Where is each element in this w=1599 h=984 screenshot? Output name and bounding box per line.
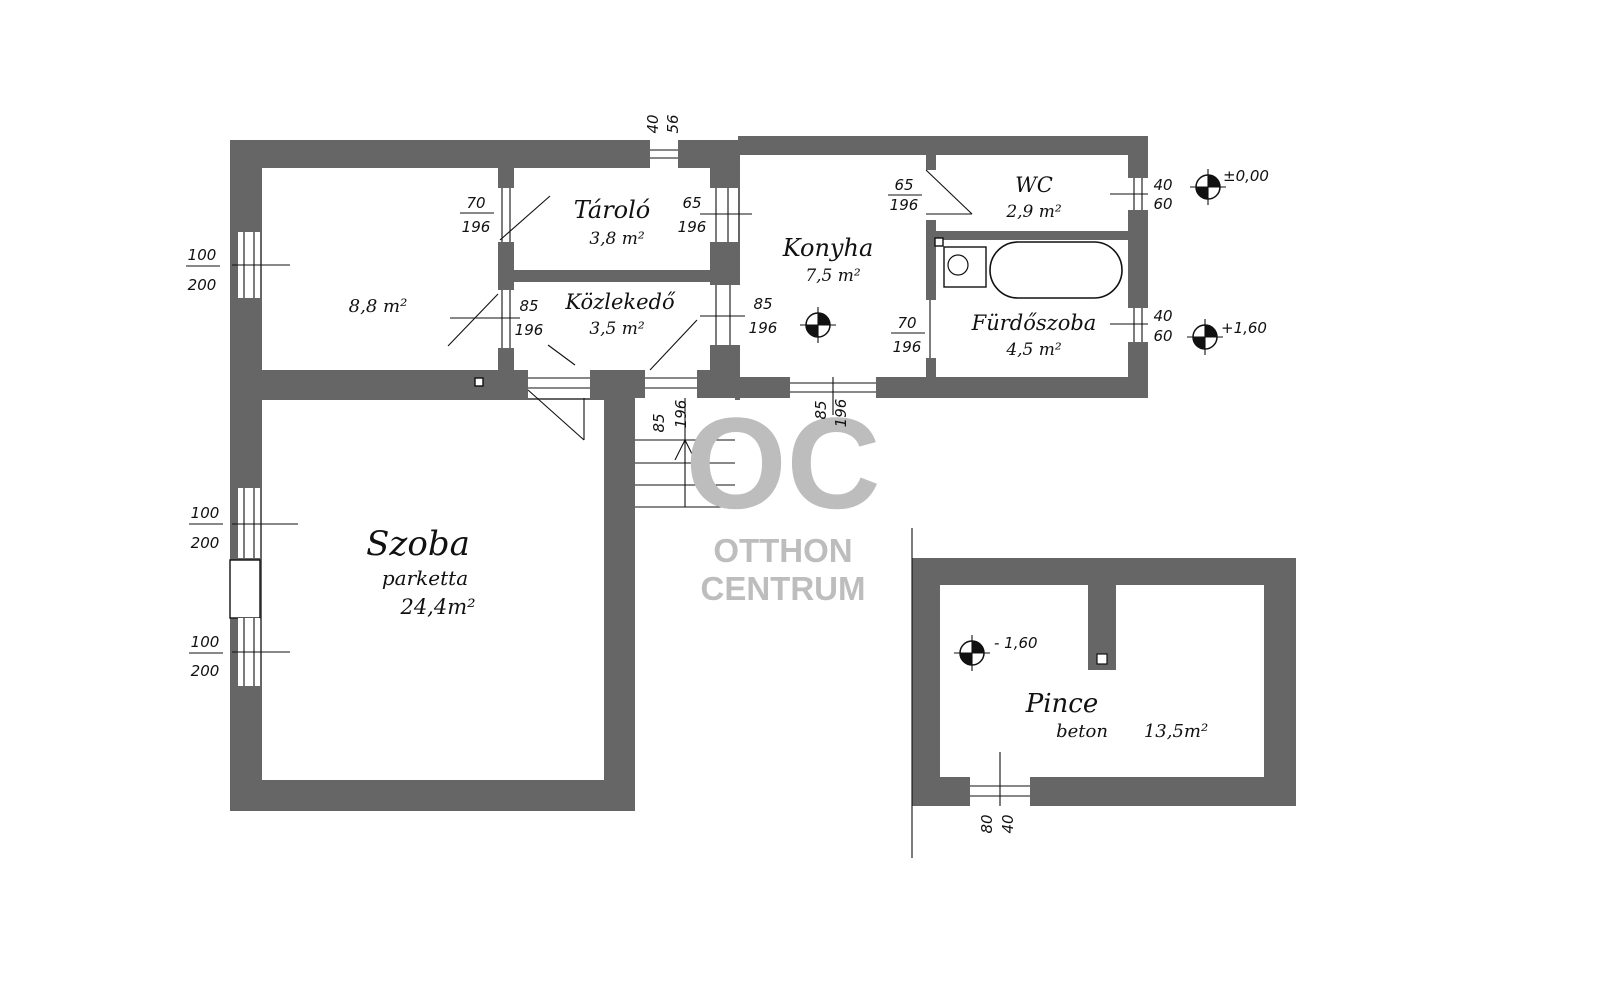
- dimension-labels: 100 200 100 200 100 200 70 196 65 196 85…: [186, 114, 1173, 834]
- label-tarolo-area: 3,8 m²: [589, 229, 645, 249]
- level-markers: [800, 169, 1226, 671]
- level-label-top: ±0,00: [1223, 167, 1269, 185]
- dim-win-wc-h: 60: [1153, 195, 1172, 213]
- dim-pince-window-b: 40: [999, 814, 1017, 833]
- dim-door-tarolo-right-w: 65: [682, 194, 701, 212]
- dim-door-konyha-wc-h: 196: [890, 196, 919, 214]
- dim-win-szoba-top-w: 100: [191, 504, 220, 522]
- dim-door-kozl-right-h: 196: [749, 319, 778, 337]
- dim-door-konyha-bottom-w: 85: [812, 400, 830, 419]
- room-wc: [936, 155, 1128, 231]
- dim-win-szoba-bottom-h: 200: [191, 662, 220, 680]
- label-konyha-area: 7,5 m²: [805, 266, 861, 286]
- dim-door-konyha-bottom-h: 196: [832, 399, 850, 428]
- dim-door-kozl-left-w: 85: [519, 297, 538, 315]
- dim-win-szoba-top-h: 200: [191, 534, 220, 552]
- vent-marker: [474, 377, 484, 387]
- watermark-centrum: CENTRUM: [701, 570, 866, 607]
- label-konyha: Konyha: [782, 234, 874, 262]
- label-wc: WC: [1015, 173, 1053, 197]
- dim-door-kozl-left-h: 196: [515, 321, 544, 339]
- room-kozlekedo: [514, 282, 710, 370]
- level-marker-konyha: [800, 307, 836, 343]
- dim-door-room-tarolo-h: 196: [462, 218, 491, 236]
- dim-door-tarolo-right-h: 196: [678, 218, 707, 236]
- dim-door-room-tarolo-w: 70: [466, 194, 485, 212]
- dim-door-konyha-furdo-w: 70: [897, 314, 916, 332]
- dim-win-szoba-bottom-w: 100: [191, 633, 220, 651]
- label-furdoszoba: Fürdőszoba: [971, 311, 1097, 335]
- dim-door-konyha-furdo-h: 196: [893, 338, 922, 356]
- walls-pince: [911, 528, 1296, 858]
- level-marker-mid: [1187, 319, 1223, 355]
- doors: [447, 169, 973, 441]
- room-interiors: [262, 155, 1128, 780]
- label-pince: Pince: [1025, 689, 1099, 719]
- label-wc-area: 2,9 m²: [1005, 202, 1062, 222]
- level-label-mid: +1,60: [1221, 319, 1267, 337]
- label-room-8-8-area: 8,8 m²: [349, 296, 408, 317]
- dim-win-room-left-h: 200: [188, 276, 217, 294]
- label-szoba-floor: parketta: [382, 566, 468, 590]
- room-tarolo: [514, 168, 710, 270]
- label-pince-area: 13,5m²: [1144, 721, 1208, 742]
- label-furdoszoba-area: 4,5 m²: [1005, 340, 1062, 360]
- label-tarolo: Tároló: [574, 196, 651, 224]
- level-marker-top: [1190, 169, 1226, 205]
- room-8-8: [262, 168, 498, 370]
- room-konyha: [740, 155, 926, 377]
- label-kozlekedo-area: 3,5 m²: [589, 319, 645, 339]
- dim-pince-window-a: 80: [978, 814, 996, 833]
- dim-win-furdo-w: 40: [1153, 307, 1172, 325]
- label-kozlekedo: Közlekedő: [564, 290, 676, 314]
- staircase: [635, 398, 735, 508]
- label-pince-floor: beton: [1056, 721, 1108, 742]
- watermark-otthon: OTTHON: [713, 532, 852, 569]
- dim-door-kozl-right-w: 85: [753, 295, 772, 313]
- dim-chimney-a: 40: [644, 114, 662, 133]
- windows: [229, 178, 1148, 686]
- dim-door-konyha-wc-w: 65: [894, 176, 913, 194]
- level-label-pince: - 1,60: [994, 634, 1038, 652]
- watermark-oc: OC: [686, 390, 881, 536]
- label-szoba: Szoba: [366, 524, 470, 564]
- label-szoba-area: 24,4m²: [399, 595, 475, 619]
- dim-win-furdo-h: 60: [1153, 327, 1172, 345]
- bathtub-icon: [943, 241, 1123, 299]
- level-marker-pince: [954, 635, 990, 671]
- chimney: [650, 140, 678, 168]
- room-szoba: [262, 400, 604, 780]
- dim-chimney-b: 56: [664, 114, 682, 133]
- watermark-logo: OC OTTHON CENTRUM: [686, 390, 881, 607]
- room-labels: Szoba parketta 24,4m² 8,8 m² Tároló 3,8 …: [349, 173, 1209, 742]
- dim-win-wc-w: 40: [1153, 176, 1172, 194]
- dim-win-room-left-w: 100: [188, 246, 217, 264]
- vent-marker-2: [934, 237, 944, 247]
- dim-door-stair-w: 85: [650, 413, 668, 432]
- dim-door-stair-h: 196: [672, 400, 690, 429]
- level-labels: ±0,00 +1,60 - 1,60: [994, 167, 1269, 652]
